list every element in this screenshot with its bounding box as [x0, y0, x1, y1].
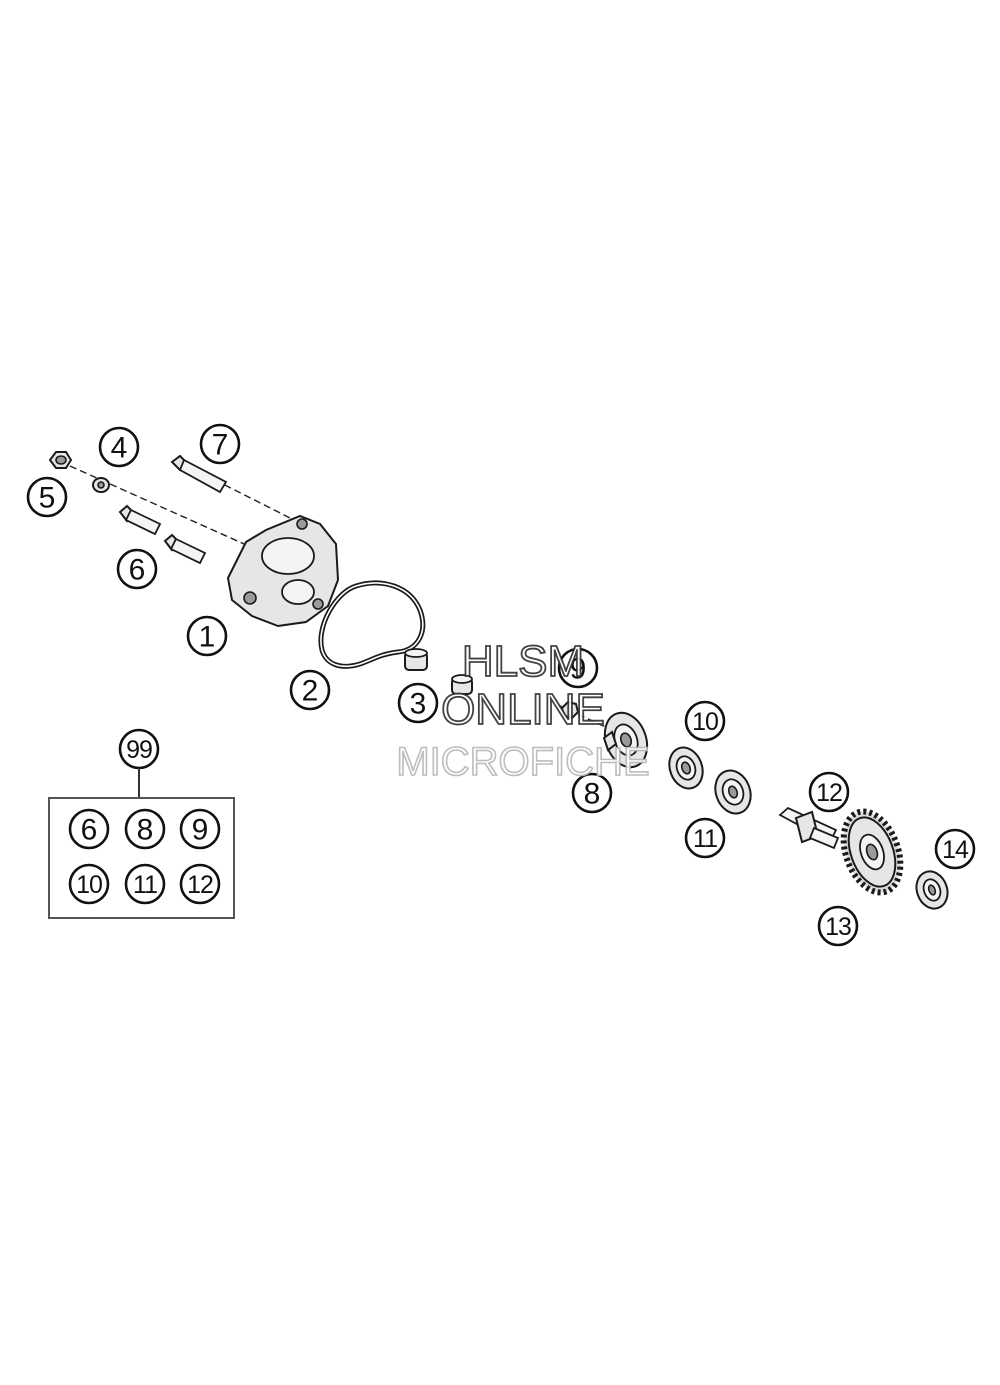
callout-6-label: 6 [129, 554, 146, 587]
watermark: HLSM ONLINE MICROFICHE [396, 636, 651, 785]
callout-5-label: 5 [39, 482, 56, 515]
part-dowel-sleeves [404, 648, 473, 695]
part-outer-bearing [915, 870, 949, 910]
callout-2[interactable]: 2 [289, 669, 331, 711]
part-pump-shaft [778, 806, 840, 850]
kit-callout-99[interactable]: 99 [118, 728, 160, 770]
callout-9[interactable]: 9 [557, 647, 599, 689]
watermark-line-1: HLSM [462, 637, 584, 686]
callout-8-label: 8 [584, 778, 601, 811]
kit-item-12[interactable]: 12 [179, 863, 221, 905]
kit-item-8[interactable]: 8 [124, 808, 166, 850]
part-water-pump-cover [226, 514, 340, 628]
callout-11[interactable]: 11 [684, 817, 726, 859]
part-washer [92, 477, 110, 493]
watermark-line-3: MICROFICHE [396, 740, 649, 784]
callout-4-label: 4 [111, 432, 128, 465]
callout-10-label: 10 [692, 708, 718, 736]
kit-item-12-label: 12 [187, 871, 213, 899]
callout-4[interactable]: 4 [98, 426, 140, 468]
callout-12-label: 12 [816, 779, 842, 807]
part-drive-gear [840, 808, 904, 896]
kit-contents-box [48, 797, 235, 919]
callout-1-label: 1 [199, 621, 216, 654]
kit-item-10-label: 10 [76, 871, 102, 899]
part-impeller [602, 711, 649, 769]
part-impeller-nut [560, 700, 580, 720]
callout-5[interactable]: 5 [26, 476, 68, 518]
callout-9-label: 9 [570, 653, 587, 686]
callout-8[interactable]: 8 [571, 772, 613, 814]
part-bolt-upper [118, 504, 162, 536]
callout-10[interactable]: 10 [684, 700, 726, 742]
callout-1[interactable]: 1 [186, 615, 228, 657]
kit-item-11-label: 11 [133, 871, 157, 899]
callout-12[interactable]: 12 [808, 771, 850, 813]
callout-3[interactable]: 3 [397, 682, 439, 724]
part-flange-nut [48, 451, 73, 469]
part-shaft-seal [668, 746, 704, 790]
kit-item-10[interactable]: 10 [68, 863, 110, 905]
kit-item-9-label: 9 [192, 814, 209, 847]
callout-14[interactable]: 14 [934, 828, 976, 870]
callout-13[interactable]: 13 [817, 905, 859, 947]
part-gasket [318, 580, 426, 669]
kit-item-6[interactable]: 6 [68, 808, 110, 850]
part-bolt-lower [163, 533, 207, 565]
callout-14-label: 14 [942, 836, 969, 864]
kit-item-9[interactable]: 9 [179, 808, 221, 850]
callout-13-label: 13 [825, 913, 851, 941]
watermark-line-2: ONLINE [441, 685, 605, 734]
callout-7-label: 7 [212, 429, 229, 462]
kit-callout-99-label: 99 [126, 736, 152, 764]
kit-item-6-label: 6 [81, 814, 98, 847]
part-long-bolt [170, 454, 228, 494]
kit-item-11[interactable]: 11 [124, 863, 166, 905]
callout-3-label: 3 [410, 688, 427, 721]
part-bearing [714, 769, 752, 815]
callout-7[interactable]: 7 [199, 423, 241, 465]
callout-6[interactable]: 6 [116, 548, 158, 590]
callout-11-label: 11 [693, 825, 717, 853]
callout-2-label: 2 [302, 675, 319, 708]
kit-item-8-label: 8 [137, 814, 154, 847]
